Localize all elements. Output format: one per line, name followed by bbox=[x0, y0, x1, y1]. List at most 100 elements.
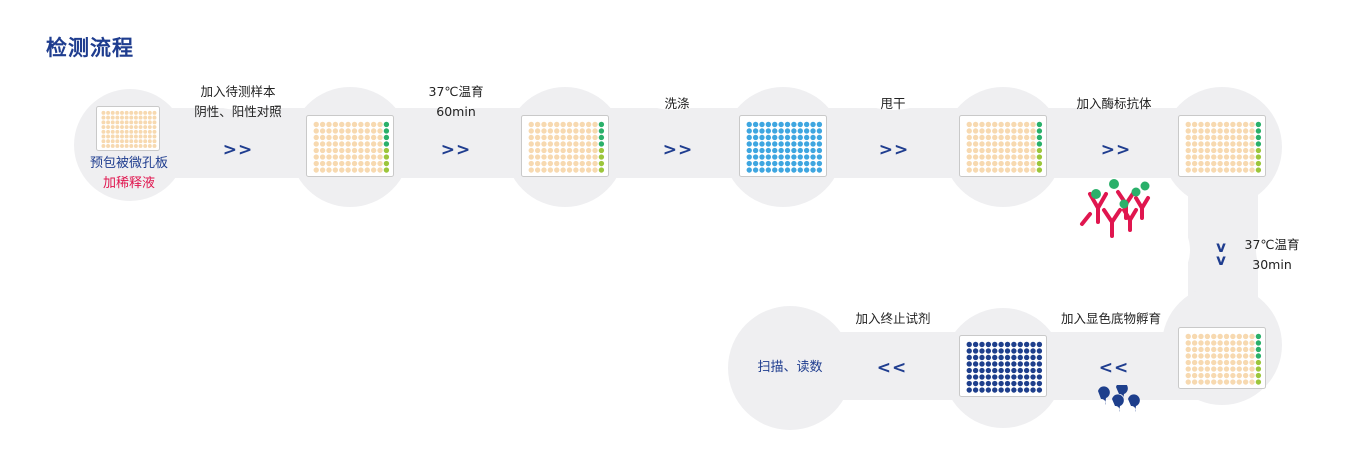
plate-well bbox=[124, 129, 129, 134]
plate-well bbox=[541, 167, 547, 173]
plate-well bbox=[377, 147, 383, 154]
plate-well bbox=[573, 167, 579, 173]
plate-well bbox=[115, 120, 120, 125]
plate-well bbox=[1249, 147, 1255, 154]
enzyme-antibody-illustration bbox=[1080, 179, 1150, 238]
plate-well bbox=[138, 115, 143, 120]
plate-well bbox=[1255, 134, 1262, 141]
plate-well bbox=[101, 129, 106, 134]
plate-well bbox=[110, 134, 115, 139]
plate-well bbox=[1230, 154, 1236, 160]
plate-well bbox=[133, 125, 138, 129]
plate-well bbox=[1230, 121, 1236, 128]
plate-well bbox=[579, 154, 585, 160]
plate-well bbox=[1223, 121, 1230, 128]
plate-well bbox=[797, 147, 803, 154]
plate-well bbox=[566, 147, 573, 154]
plate-well bbox=[816, 121, 823, 128]
plate-well bbox=[383, 160, 390, 167]
plate-well bbox=[541, 154, 547, 160]
plate-well bbox=[101, 120, 106, 125]
plate-well bbox=[778, 121, 784, 128]
plate-well bbox=[1030, 160, 1036, 167]
plate-well bbox=[816, 141, 823, 147]
plate-well bbox=[1255, 366, 1262, 372]
plate-well bbox=[585, 128, 592, 134]
plate-well bbox=[1017, 128, 1023, 134]
plate-well bbox=[138, 134, 143, 139]
plate-well bbox=[1223, 346, 1230, 353]
plate-well bbox=[1255, 154, 1262, 160]
plate-well bbox=[810, 147, 816, 154]
plate-well bbox=[1017, 167, 1023, 173]
plate-well bbox=[152, 143, 157, 148]
plate-well bbox=[115, 125, 120, 129]
plate-well bbox=[1217, 346, 1223, 353]
plate-well bbox=[573, 128, 579, 134]
plate-well bbox=[326, 160, 332, 167]
plate-well bbox=[364, 128, 370, 134]
plate-well bbox=[528, 128, 534, 134]
plate-well bbox=[1211, 121, 1217, 128]
plate-well bbox=[1204, 346, 1211, 353]
plate-well bbox=[998, 341, 1004, 348]
plate-well bbox=[115, 110, 120, 115]
plate-well bbox=[1030, 387, 1036, 393]
plate-well bbox=[152, 139, 157, 144]
plate-well bbox=[351, 160, 358, 167]
plate-well bbox=[1242, 359, 1249, 366]
plate-well bbox=[1217, 154, 1223, 160]
plate-well bbox=[985, 167, 992, 173]
plate-well bbox=[345, 141, 351, 147]
plate-well bbox=[1242, 340, 1249, 346]
plate-well bbox=[966, 354, 972, 361]
plate-well bbox=[579, 160, 585, 167]
plate-well bbox=[998, 121, 1004, 128]
plate-well bbox=[1004, 361, 1011, 367]
plate-well bbox=[972, 121, 979, 128]
plate-well bbox=[115, 143, 120, 148]
plate-well bbox=[784, 147, 791, 154]
plate-well bbox=[1036, 387, 1043, 393]
step-add-samples: 加入待测样本 阴性、阳性对照 bbox=[194, 82, 282, 122]
plate-well bbox=[784, 154, 791, 160]
plate-well bbox=[332, 167, 339, 173]
microplate-washed bbox=[739, 115, 827, 177]
plate-well bbox=[106, 125, 111, 129]
plate-well bbox=[1236, 128, 1242, 134]
plate-well bbox=[1198, 379, 1204, 385]
plate-well bbox=[992, 147, 998, 154]
plate-well bbox=[1191, 121, 1198, 128]
plate-well bbox=[985, 361, 992, 367]
plate-well bbox=[560, 134, 566, 141]
plate-well bbox=[573, 121, 579, 128]
plate-well bbox=[351, 121, 358, 128]
plate-well bbox=[746, 147, 752, 154]
plate-well bbox=[364, 121, 370, 128]
plate-well bbox=[1255, 128, 1262, 134]
plate-well bbox=[1030, 380, 1036, 387]
plate-well bbox=[985, 141, 992, 147]
plate-well bbox=[1036, 341, 1043, 348]
plate-well bbox=[592, 141, 598, 147]
plate-well bbox=[133, 120, 138, 125]
plate-well bbox=[339, 154, 345, 160]
coated-plate-label: 预包被微孔板 bbox=[89, 156, 169, 171]
plate-well bbox=[383, 134, 390, 141]
plate-well bbox=[560, 121, 566, 128]
plate-well bbox=[377, 128, 383, 134]
dilution-label: 加稀释液 bbox=[102, 176, 156, 191]
plate-well bbox=[124, 143, 129, 148]
plate-well bbox=[358, 134, 364, 141]
plate-well bbox=[143, 139, 148, 144]
plate-well bbox=[992, 154, 998, 160]
plate-well bbox=[791, 121, 797, 128]
plate-well bbox=[313, 160, 319, 167]
plate-well bbox=[573, 141, 579, 147]
plate-well bbox=[138, 110, 143, 115]
plate-well bbox=[1236, 154, 1242, 160]
plate-well bbox=[554, 128, 560, 134]
plate-well bbox=[791, 154, 797, 160]
plate-well bbox=[966, 128, 972, 134]
plate-well bbox=[972, 167, 979, 173]
